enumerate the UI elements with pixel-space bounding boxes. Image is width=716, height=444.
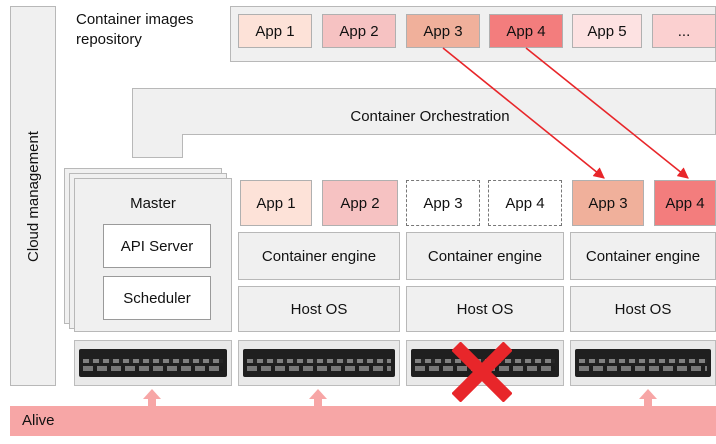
repo-app-4[interactable]: App 4 [489, 14, 563, 48]
node2-host-os: Host OS [406, 286, 564, 332]
node1-host-os: Host OS [238, 286, 400, 332]
repo-app-3[interactable]: App 3 [406, 14, 480, 48]
node2-container-engine: Container engine [406, 232, 564, 280]
node2-app-4[interactable]: App 4 [488, 180, 562, 226]
master-title: Master [130, 194, 176, 212]
api-server-box: API Server [103, 224, 211, 268]
repo-app-2[interactable]: App 2 [322, 14, 396, 48]
arrow-app3 [442, 47, 605, 179]
heartbeat-arrow-node3 [639, 389, 657, 417]
node3-app-3[interactable]: App 3 [572, 180, 644, 226]
node1-app-2[interactable]: App 2 [322, 180, 398, 226]
repository-title: Container images repository [76, 11, 194, 48]
repo-app-1[interactable]: App 1 [238, 14, 312, 48]
failure-x-icon [452, 342, 512, 402]
repo-app-more[interactable]: ... [652, 14, 716, 48]
repo-app-5[interactable]: App 5 [572, 14, 642, 48]
heartbeat-arrow-master [143, 389, 161, 417]
heartbeat-arrow-node1 [309, 389, 327, 417]
node2-app-3[interactable]: App 3 [406, 180, 480, 226]
node3-app-4[interactable]: App 4 [654, 180, 716, 226]
arrow-app4 [525, 47, 689, 179]
alive-label: Alive [22, 412, 55, 429]
orchestration-label: Container Orchestration [350, 107, 510, 125]
node3-container-engine: Container engine [570, 232, 716, 280]
cloud-management-panel [10, 6, 56, 386]
server-master [74, 340, 232, 386]
node1-container-engine: Container engine [238, 232, 400, 280]
scheduler-box: Scheduler [103, 276, 211, 320]
node1-app-1[interactable]: App 1 [240, 180, 312, 226]
server-node-1 [238, 340, 400, 386]
alive-bar [10, 406, 716, 436]
